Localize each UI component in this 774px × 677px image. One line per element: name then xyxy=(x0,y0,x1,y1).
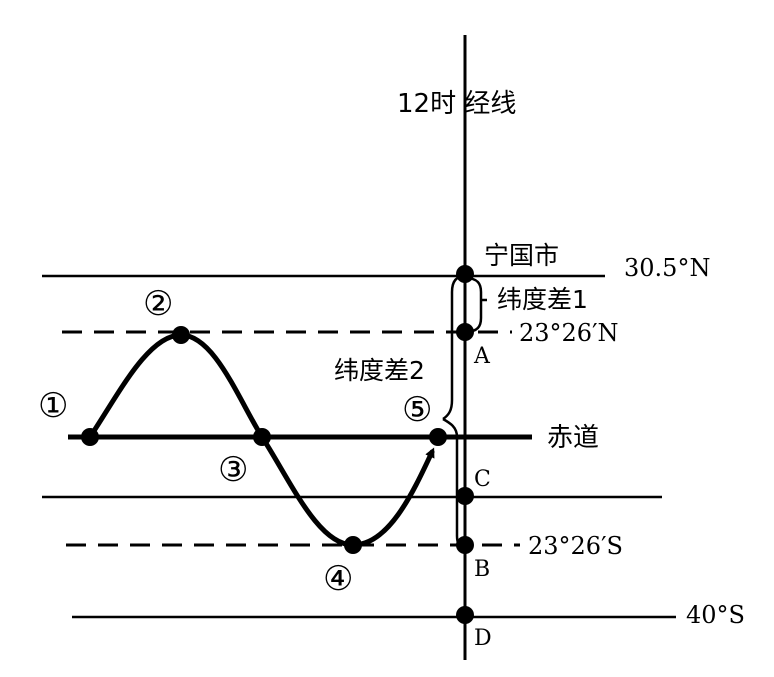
dot-stage-5 xyxy=(429,428,447,446)
stage-label-3: ③ xyxy=(218,450,248,490)
point-label-b: B xyxy=(474,557,490,582)
latitude-label-30-5n: 30.5°N xyxy=(624,254,710,282)
dot-d xyxy=(456,606,474,624)
lat-diff-1-bracket xyxy=(464,276,483,334)
dot-stage-2 xyxy=(172,326,190,344)
equator-label: 赤道 xyxy=(547,423,599,453)
latitude-label-tropic-n: 23°26′N xyxy=(519,319,619,347)
stage-label-5: ⑤ xyxy=(402,390,432,430)
lat-diff-2-bracket xyxy=(442,274,466,421)
latitude-label-40s: 40°S xyxy=(686,601,745,629)
dot-a xyxy=(456,323,474,341)
point-label-a: A xyxy=(473,344,491,369)
point-label-c: C xyxy=(474,467,491,492)
lat-diff-1-label: 纬度差1 xyxy=(497,285,588,314)
dot-stage-3 xyxy=(253,428,271,446)
lat-diff-2-label: 纬度差2 xyxy=(334,356,425,385)
point-label-d: D xyxy=(474,626,492,651)
dot-b xyxy=(456,536,474,554)
meridian-label: 12时 经线 xyxy=(397,89,516,119)
dot-stage-1 xyxy=(81,428,99,446)
stage-label-2: ② xyxy=(143,284,173,324)
stage-label-1: ① xyxy=(38,386,68,426)
city-label: 宁国市 xyxy=(484,241,559,270)
latitude-label-tropic-s: 23°26′S xyxy=(528,532,623,560)
dot-city xyxy=(456,265,474,283)
stage-label-4: ④ xyxy=(323,559,353,599)
dot-stage-4 xyxy=(344,536,362,554)
dot-c xyxy=(456,487,474,505)
